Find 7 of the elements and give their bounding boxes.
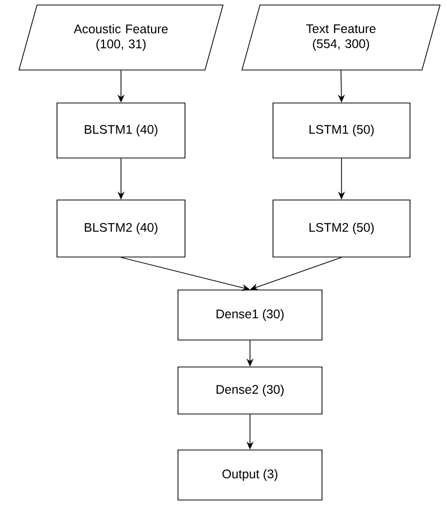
layer-box: LSTM2 (50) xyxy=(272,200,410,258)
layer-box: Dense2 (30) xyxy=(178,366,322,414)
layer-box: Output (3) xyxy=(178,450,322,500)
layer-box: BLSTM2 (40) xyxy=(56,200,186,258)
layer-box: BLSTM1 (40) xyxy=(56,102,186,158)
layer-box: Dense1 (30) xyxy=(178,290,322,340)
layer-box: LSTM1 (50) xyxy=(272,102,410,158)
